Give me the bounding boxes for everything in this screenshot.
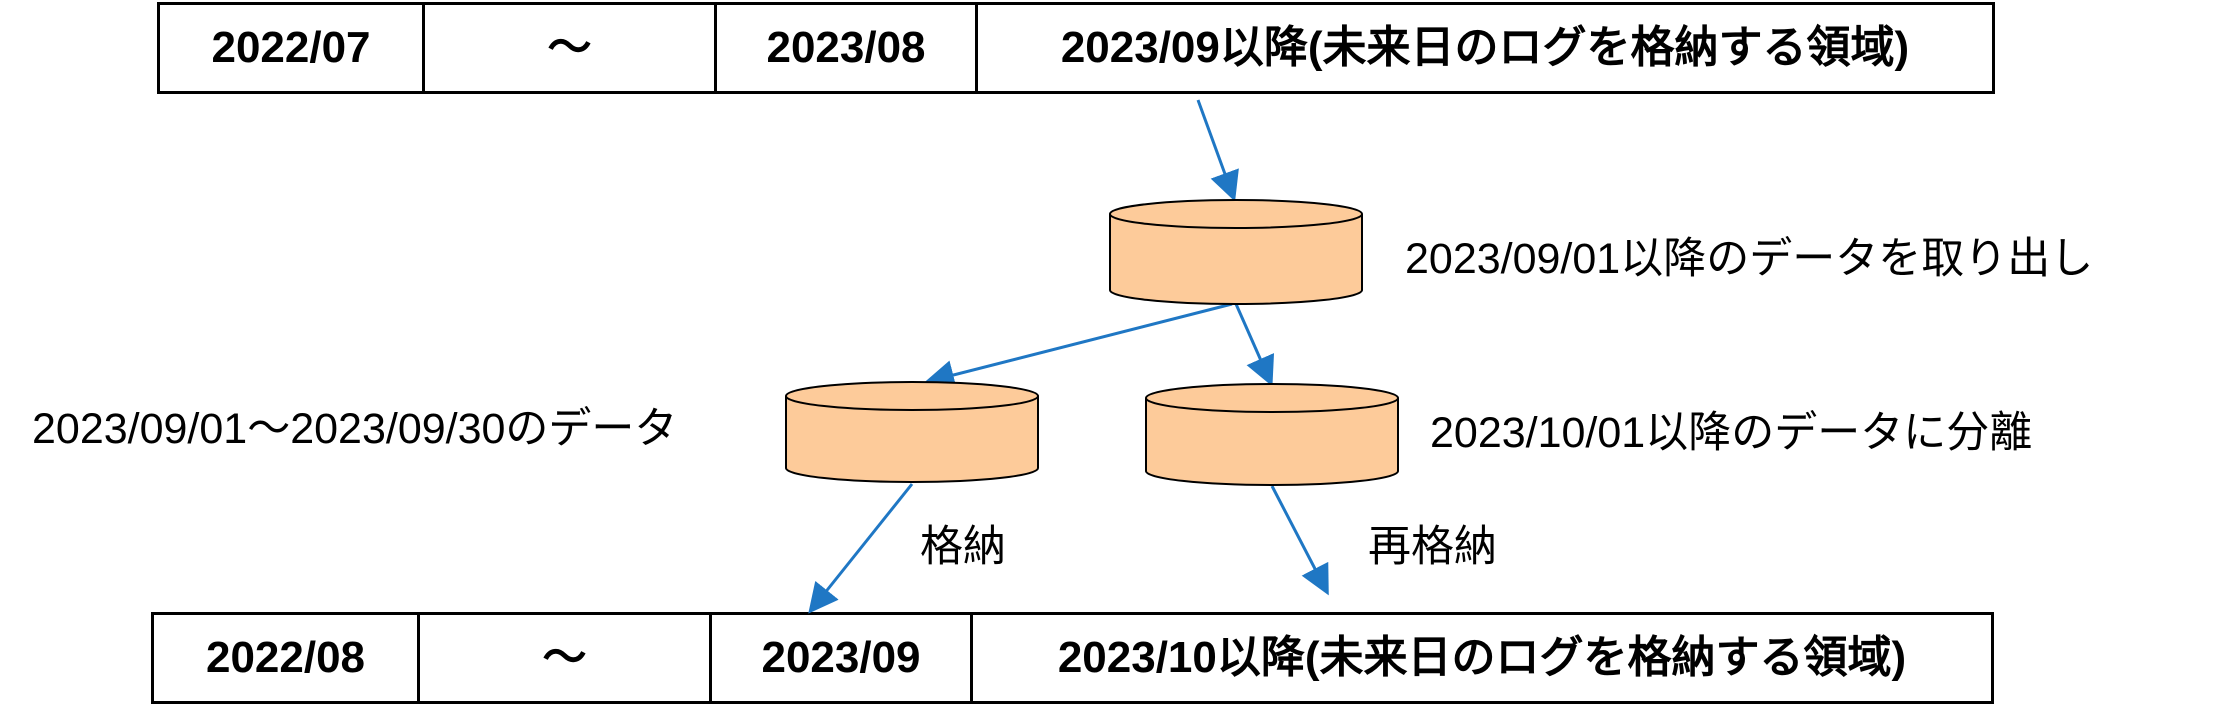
october-data-cylinder — [1145, 383, 1399, 486]
bottom-partition-cell: 2023/09 — [709, 612, 973, 704]
october-data-label: 2023/10/01以降のデータに分離 — [1430, 409, 2033, 457]
top-partition-cell: 2023/08 — [714, 2, 978, 94]
top-partition-cell: ～ — [422, 2, 717, 94]
restore-label: 再格納 — [1368, 523, 1497, 571]
september-data-cylinder — [785, 381, 1039, 483]
top-partition-cell: 2023/09以降(未来日のログを格納する領域) — [975, 2, 1995, 94]
extracted-data-cylinder — [1109, 199, 1363, 305]
september-data-label: 2023/09/01～2023/09/30のデータ — [32, 405, 678, 453]
split-left-arrow — [924, 302, 1233, 390]
top-partition-row: 2022/07 ～ 2023/08 2023/09以降(未来日のログを格納する領… — [157, 2, 1995, 94]
bottom-partition-cell: 2022/08 — [151, 612, 420, 704]
extract-arrow — [1196, 99, 1239, 202]
bottom-partition-cell: ～ — [417, 612, 712, 704]
bottom-partition-row: 2022/08 ～ 2023/09 2023/10以降(未来日のログを格納する領… — [151, 612, 1994, 704]
bottom-partition-table: 2022/08 ～ 2023/09 2023/10以降(未来日のログを格納する領… — [151, 612, 1994, 704]
bottom-partition-cell: 2023/10以降(未来日のログを格納する領域) — [970, 612, 1994, 704]
store-label: 格納 — [920, 523, 1006, 571]
top-partition-cell: 2022/07 — [157, 2, 425, 94]
restore-arrow — [1270, 485, 1329, 596]
store-arrow — [808, 483, 914, 614]
top-partition-table: 2022/07 ～ 2023/08 2023/09以降(未来日のログを格納する領… — [157, 2, 1995, 94]
split-right-arrow — [1234, 303, 1275, 387]
extracted-data-label: 2023/09/01以降のデータを取り出し — [1405, 235, 2094, 283]
